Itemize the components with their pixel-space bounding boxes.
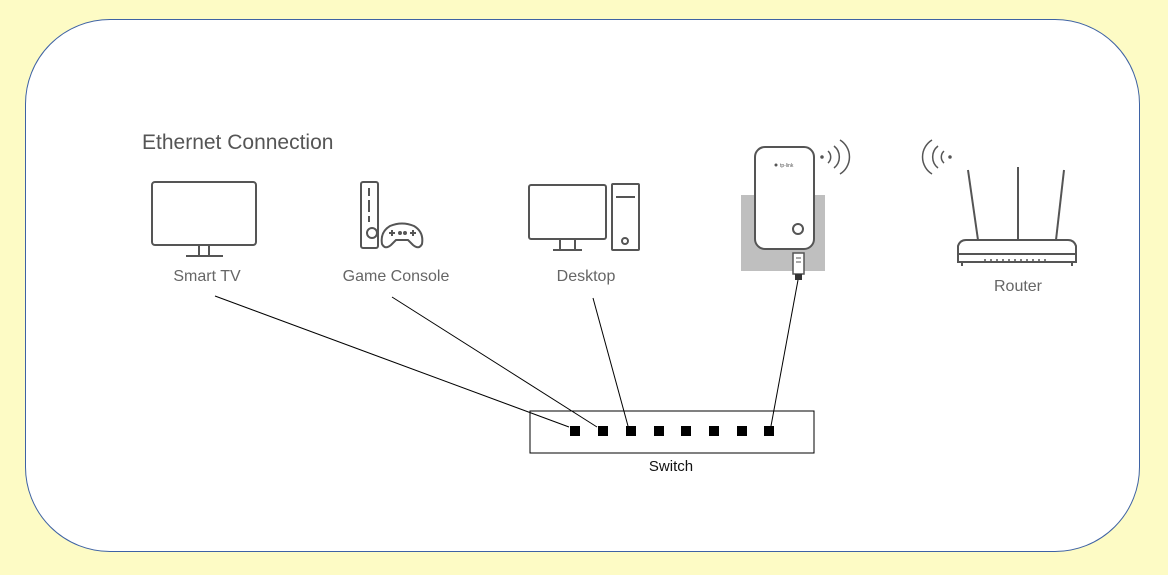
cable-game-console-to-switch bbox=[391, 296, 598, 428]
game-console-icon bbox=[360, 181, 424, 249]
extender-brand: tp-link bbox=[780, 163, 794, 169]
switch-label: Switch bbox=[648, 458, 694, 475]
switch-port-2 bbox=[598, 426, 608, 436]
switch-port-3 bbox=[626, 426, 636, 436]
switch-port-5 bbox=[681, 426, 691, 436]
range-extender-icon: tp-link bbox=[741, 146, 825, 280]
cable-extender-to-switch bbox=[770, 279, 799, 427]
switch-ports bbox=[570, 426, 774, 436]
router-wifi-signal-icon bbox=[921, 139, 952, 175]
smart-tv-icon bbox=[151, 181, 257, 257]
cable-desktop-to-switch bbox=[592, 297, 629, 427]
diagram-frame bbox=[25, 19, 1140, 552]
game-console-label: Game Console bbox=[342, 268, 450, 285]
switch-port-4 bbox=[654, 426, 664, 436]
switch-port-6 bbox=[709, 426, 719, 436]
smart-tv-label: Smart TV bbox=[173, 268, 241, 285]
switch-port-7 bbox=[737, 426, 747, 436]
diagram-title: Ethernet Connection bbox=[142, 131, 334, 154]
switch-port-8 bbox=[764, 426, 774, 436]
desktop-icon bbox=[528, 183, 640, 251]
desktop-label: Desktop bbox=[556, 268, 616, 285]
router-led-dots bbox=[984, 259, 1046, 261]
switch-port-1 bbox=[570, 426, 580, 436]
extender-wifi-signal-icon bbox=[820, 139, 851, 175]
router-label: Router bbox=[993, 278, 1043, 295]
cable-smart-tv-to-switch bbox=[214, 295, 570, 428]
router-icon bbox=[957, 167, 1077, 266]
